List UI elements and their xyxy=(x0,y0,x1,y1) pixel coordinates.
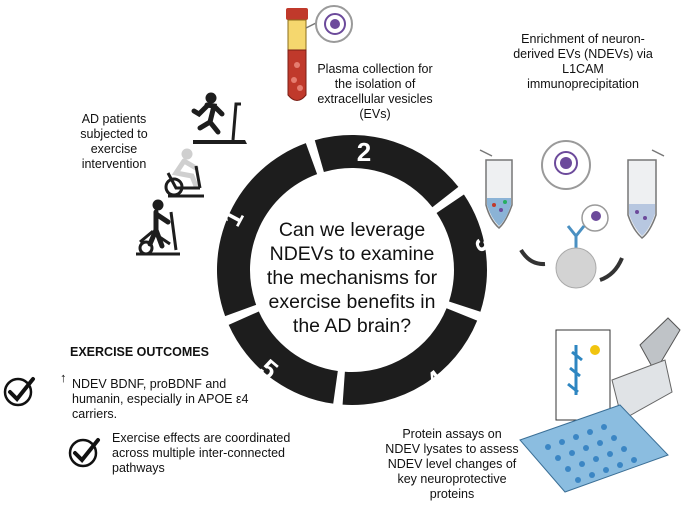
pipette-plate-icon xyxy=(519,317,681,493)
antibody-bead-icon xyxy=(555,204,609,289)
outcome-1-text: NDEV BDNF, proBDNF and humanin, especial… xyxy=(72,377,249,421)
ev-bubble-icon xyxy=(305,5,353,43)
step-2-text: Plasma collection for the isolation of e… xyxy=(317,62,433,121)
checkmark-icon-2 xyxy=(68,438,100,468)
outcome-arrow: ↑ xyxy=(60,370,67,385)
step-3-text: Enrichment of neuron-derived EVs (NDEVs)… xyxy=(513,32,653,91)
eppendorf-tube-icon-2 xyxy=(627,149,665,239)
ev-bubble-icon-2 xyxy=(541,140,591,190)
ring xyxy=(216,135,487,405)
eppendorf-tube-icon xyxy=(479,149,513,229)
outcomes-heading: EXERCISE OUTCOMES xyxy=(70,345,209,359)
elliptical-person-icon xyxy=(136,199,180,256)
step-4-text: Protein assays on NDEV lysates to assess… xyxy=(385,427,519,501)
ring-segment-1 xyxy=(216,143,318,317)
ring-segment-3 xyxy=(436,194,487,312)
ring-segment-5 xyxy=(228,311,338,404)
curved-arrow-icon xyxy=(519,248,624,282)
outcome-2-text: Exercise effects are coordinated across … xyxy=(112,431,291,475)
exercise-bike-person-icon xyxy=(164,148,204,198)
step-1-text: AD patients subjected to exercise interv… xyxy=(80,112,148,171)
step-number-2: 2 xyxy=(357,137,371,167)
blood-tube-icon xyxy=(286,8,308,101)
checkmark-icon xyxy=(3,377,35,407)
center-question: Can we leverage NDEVs to examine the mec… xyxy=(266,219,438,337)
ring-segment-4 xyxy=(342,308,478,405)
ring-segment-2 xyxy=(314,135,459,208)
treadmill-person-icon xyxy=(191,92,247,144)
